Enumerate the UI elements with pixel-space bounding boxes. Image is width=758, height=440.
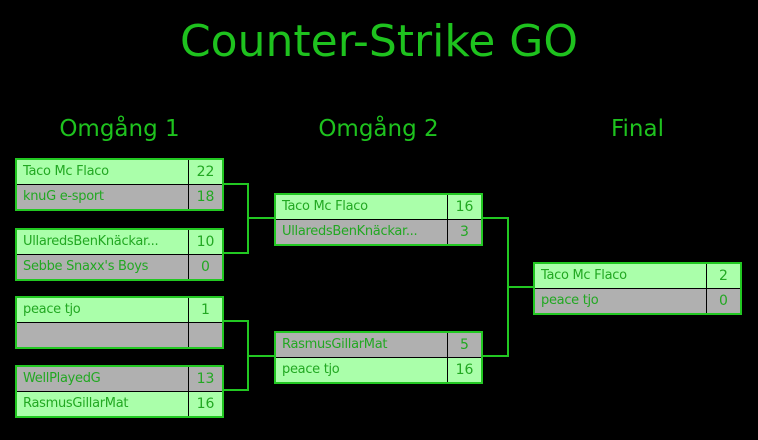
round-label-1: Omgång 1 (59, 116, 180, 142)
match-r2m1[interactable]: Taco Mc Flaco 16 UllaredsBenKnäckar... 3 (274, 193, 483, 246)
team-score: 10 (188, 230, 222, 254)
team-score: 13 (188, 367, 222, 391)
team-name: WellPlayedG (23, 371, 101, 386)
match-r1m4[interactable]: WellPlayedG 13 RasmusGillarMat 16 (15, 365, 224, 418)
team-row[interactable]: Sebbe Snaxx's Boys 0 (17, 254, 222, 279)
bracket-connector (224, 183, 249, 185)
team-score: 16 (188, 392, 222, 416)
round-label-final: Final (610, 116, 664, 142)
team-row[interactable]: knuG e-sport 18 (17, 184, 222, 209)
team-name: peace tjo (23, 302, 81, 317)
team-score: 0 (706, 289, 740, 313)
team-name: UllaredsBenKnäckar... (23, 234, 159, 249)
team-score: 18 (188, 185, 222, 209)
team-row[interactable]: Taco Mc Flaco 2 (535, 264, 740, 288)
team-score: 0 (188, 255, 222, 279)
team-name: Taco Mc Flaco (282, 199, 368, 214)
match-final[interactable]: Taco Mc Flaco 2 peace tjo 0 (533, 262, 742, 315)
team-name: Taco Mc Flaco (541, 268, 627, 283)
team-row[interactable]: RasmusGillarMat 16 (17, 391, 222, 416)
team-row[interactable]: WellPlayedG 13 (17, 367, 222, 391)
team-row[interactable]: UllaredsBenKnäckar... 10 (17, 230, 222, 254)
team-name: UllaredsBenKnäckar... (282, 224, 418, 239)
match-r1m2[interactable]: UllaredsBenKnäckar... 10 Sebbe Snaxx's Bo… (15, 228, 224, 281)
team-score: 5 (447, 333, 481, 357)
team-score: 3 (447, 220, 481, 244)
match-r1m3[interactable]: peace tjo 1 (15, 296, 224, 349)
team-name (17, 323, 188, 347)
team-score: 1 (188, 298, 222, 322)
team-row[interactable] (17, 322, 222, 347)
team-score: 16 (447, 195, 481, 219)
team-row[interactable]: UllaredsBenKnäckar... 3 (276, 219, 481, 244)
team-name: RasmusGillarMat (23, 396, 129, 411)
match-r1m1[interactable]: Taco Mc Flaco 22 knuG e-sport 18 (15, 158, 224, 211)
team-row[interactable]: RasmusGillarMat 5 (276, 333, 481, 357)
team-score: 2 (706, 264, 740, 288)
team-score: 16 (447, 358, 481, 382)
team-name: peace tjo (282, 362, 340, 377)
team-row[interactable]: peace tjo 1 (17, 298, 222, 322)
team-name: Sebbe Snaxx's Boys (23, 259, 149, 274)
team-score: 22 (188, 160, 222, 184)
bracket-connector (247, 217, 274, 219)
bracket-connector (224, 252, 249, 254)
team-row[interactable]: peace tjo 16 (276, 357, 481, 382)
bracket-connector (247, 355, 274, 357)
team-row[interactable]: Taco Mc Flaco 16 (276, 195, 481, 219)
bracket-connector (507, 286, 533, 288)
bracket-connector (483, 217, 509, 219)
team-name: peace tjo (541, 293, 599, 308)
team-name: knuG e-sport (23, 189, 104, 204)
round-label-2: Omgång 2 (318, 116, 439, 142)
team-name: RasmusGillarMat (282, 337, 388, 352)
bracket-connector (483, 355, 509, 357)
bracket-connector (224, 389, 249, 391)
page-title: Counter-Strike GO (179, 16, 579, 67)
team-row[interactable]: peace tjo 0 (535, 288, 740, 313)
bracket-connector (224, 320, 249, 322)
match-r2m2[interactable]: RasmusGillarMat 5 peace tjo 16 (274, 331, 483, 384)
team-score (188, 323, 222, 347)
team-row[interactable]: Taco Mc Flaco 22 (17, 160, 222, 184)
team-name: Taco Mc Flaco (23, 164, 109, 179)
